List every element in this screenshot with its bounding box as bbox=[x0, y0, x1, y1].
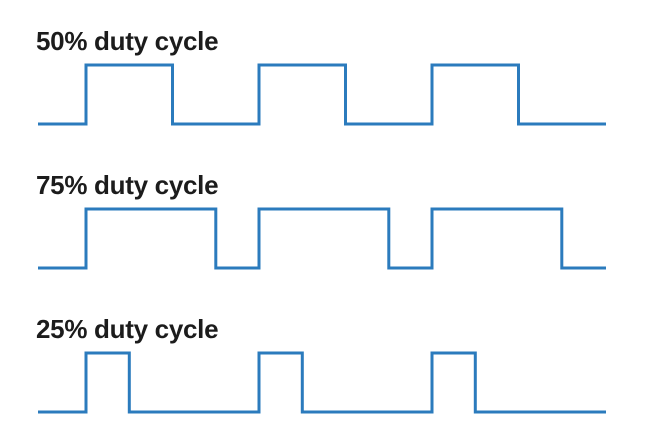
waveform-75-percent bbox=[38, 207, 606, 270]
waveform-25-percent bbox=[38, 351, 606, 414]
label-75-duty-cycle: 75% duty cycle bbox=[36, 170, 219, 200]
label-25-duty-cycle: 25% duty cycle bbox=[36, 314, 219, 344]
label-50-duty-cycle: 50% duty cycle bbox=[36, 26, 219, 56]
waveform-50-percent bbox=[38, 63, 606, 126]
